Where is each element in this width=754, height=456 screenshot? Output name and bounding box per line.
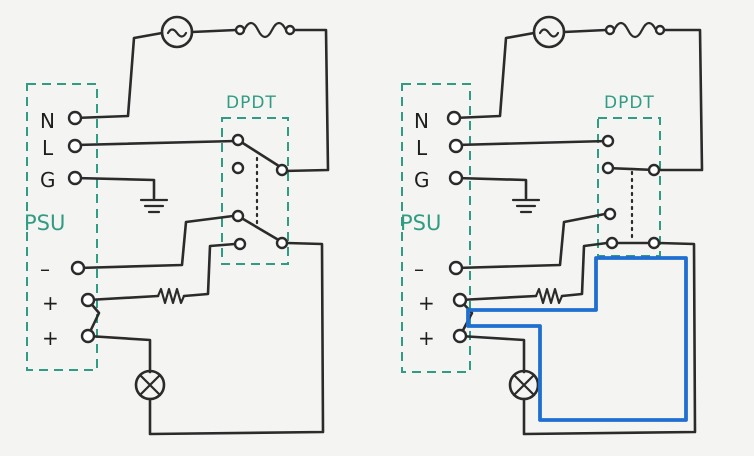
left-terminal-plus-1 (80, 292, 96, 308)
left-terminal-minus (70, 260, 86, 276)
left-wire-lamp-return (148, 241, 325, 436)
left-wire-plus (86, 294, 160, 302)
right-wire-fuse-switch (652, 28, 704, 172)
right-dpdt-label: DPDT (604, 93, 655, 113)
left-psu-label: PSU (24, 211, 65, 235)
right-terminal-plus-1 (452, 292, 468, 308)
right-label-plus-1: + (418, 291, 435, 315)
left-terminal-plus-2 (80, 328, 96, 344)
left-dpdt-box (221, 117, 289, 265)
left-label-g: G (40, 168, 56, 192)
left-label-plus-2: + (42, 326, 59, 350)
left-wire-plus2-lamp (86, 334, 152, 374)
right-wire-lamp-return (522, 241, 697, 436)
right-wire-resistor-switch (560, 241, 609, 298)
left-terminal-g (67, 170, 83, 186)
right-terminal-plus-2 (452, 328, 468, 344)
right-label-plus-2: + (418, 326, 435, 350)
right-psu-box (401, 83, 471, 373)
right-panel: DPDT PSU N L G – + + (400, 15, 704, 436)
right-fuse-icon (604, 21, 666, 39)
right-lamp-icon (508, 369, 540, 401)
left-wire-source-fuse (190, 28, 238, 34)
right-label-g: G (414, 168, 430, 192)
right-wire-l (454, 139, 610, 147)
right-wire-plus2-lamp (458, 334, 526, 374)
left-ac-source-icon (160, 15, 194, 49)
left-wire-n (73, 31, 164, 120)
right-dpdt-box (597, 117, 661, 257)
right-wire-minus (454, 212, 607, 270)
left-label-plus-1: + (42, 291, 59, 315)
left-wire-resistor-switch (182, 242, 237, 298)
left-resistor-icon (156, 287, 186, 305)
right-label-minus: – (414, 257, 424, 281)
right-wire-plus (458, 294, 538, 302)
right-resistor-icon (534, 287, 564, 305)
right-terminal-l (448, 138, 464, 154)
left-label-minus: – (40, 257, 50, 281)
right-ground-icon (511, 198, 541, 214)
left-wire-fuse-switch (282, 28, 330, 173)
right-dpdt-switch-icon (601, 134, 661, 250)
left-wire-g (73, 176, 156, 200)
right-terminal-minus (448, 260, 464, 276)
right-wire-source-fuse (562, 28, 608, 34)
right-terminal-g (448, 170, 464, 186)
right-terminal-n (446, 110, 462, 126)
highlighted-short-circuit-path (466, 256, 688, 422)
right-wire-n (452, 31, 536, 120)
left-label-n: N (40, 109, 55, 133)
left-panel: DPDT PSU N L G – + + (24, 15, 330, 436)
left-dpdt-switch-icon (231, 133, 289, 251)
right-label-n: N (414, 109, 429, 133)
right-wire-g (454, 176, 528, 200)
left-lamp-icon (134, 369, 166, 401)
left-ground-icon (139, 198, 169, 214)
left-terminal-n (67, 110, 83, 126)
left-wire-minus (76, 214, 235, 270)
left-wire-l (74, 139, 238, 147)
right-ac-source-icon (532, 15, 566, 49)
left-dpdt-label: DPDT (226, 93, 277, 113)
left-psu-box (26, 83, 98, 371)
left-fuse-icon (234, 21, 296, 39)
left-terminal-l (67, 138, 83, 154)
left-label-l: L (42, 136, 54, 160)
right-label-l: L (416, 136, 428, 160)
right-psu-label: PSU (400, 211, 441, 235)
